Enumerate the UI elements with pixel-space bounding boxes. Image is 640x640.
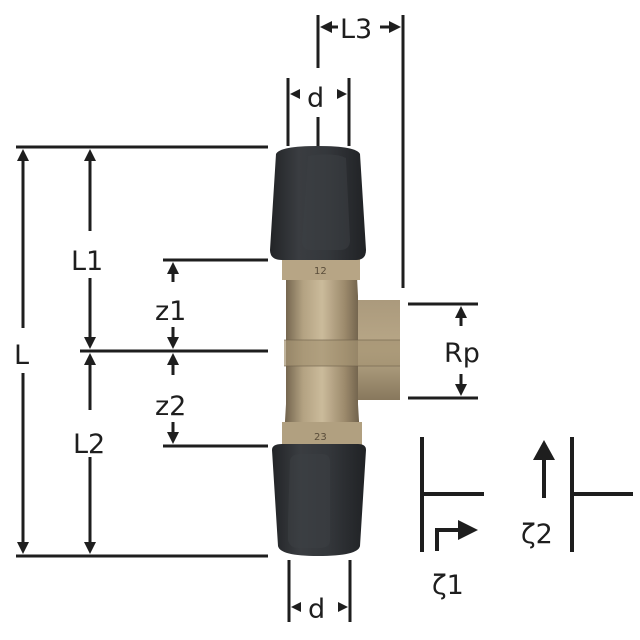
flow-symbol-zeta2: ζ2 [521,437,633,552]
label-zeta1: ζ1 [432,570,464,601]
top-collar-marking: 12 [314,266,327,277]
branch-flow-arrow-icon [435,528,460,551]
top-press-sleeve [270,146,366,260]
bottom-collar [282,422,362,446]
label-zeta2: ζ2 [521,519,553,550]
brass-band [284,340,400,366]
label-L3: L3 [340,14,372,45]
flow-symbol-zeta1: ζ1 [420,437,484,601]
label-L2: L2 [73,429,105,460]
label-d-bottom: d [308,594,325,625]
label-z1: z1 [155,296,186,327]
label-L: L [14,340,29,371]
top-collar [282,258,360,280]
dimension-lines [16,15,478,622]
label-L1: L1 [71,246,103,277]
label-Rp: Rp [444,338,480,369]
fitting-body: 12 23 [282,258,400,446]
through-flow-arrow-icon [533,440,555,460]
label-z2: z2 [155,391,186,422]
bottom-press-sleeve [272,444,366,556]
bottom-collar-marking: 23 [314,432,327,443]
dimension-labels: L3 d L L1 L2 z1 z2 Rp d [14,14,480,625]
label-d-top: d [307,83,324,114]
